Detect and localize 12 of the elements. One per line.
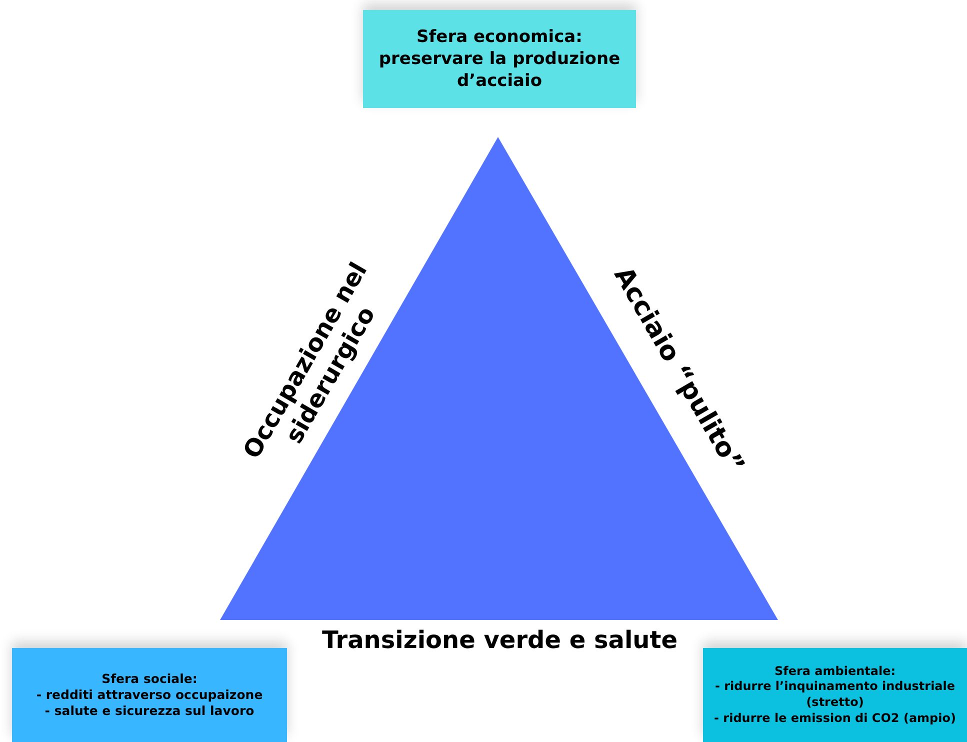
box-heading: Sfera sociale: (102, 670, 198, 687)
box-heading: Sfera ambientale: (774, 664, 896, 680)
text-box (12, 648, 287, 742)
box-heading: Sfera economica: (416, 26, 582, 48)
bullet-text: - salute e sicurezza sul lavoro (44, 703, 254, 720)
bullet-text: - redditi attraverso occupaizone (36, 686, 263, 704)
bullet-text: preservare la produzione d’acciaio (378, 48, 622, 92)
text-box (703, 648, 967, 742)
side-label: Transizione verde e salute (322, 626, 678, 654)
text-box (363, 10, 636, 108)
bullet-text: - ridurre l’inquinamento industriale (stretto) (714, 679, 956, 711)
bullet-text: - ridurre le emission di CO2 (ampio) (714, 710, 956, 726)
